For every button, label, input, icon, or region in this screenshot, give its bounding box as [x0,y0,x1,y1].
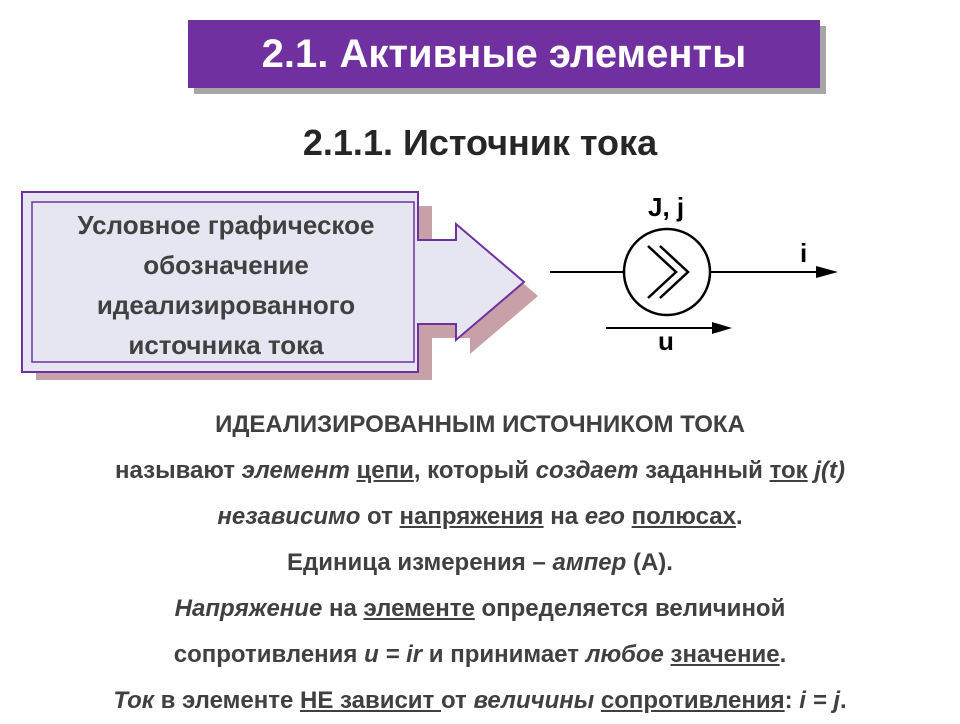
current-source-symbol: J, j i u [540,192,862,358]
symbol-label-jj: J, j [648,192,685,222]
definition-line-6: сопротивления u = ir и принимает любое з… [173,641,787,668]
symbol-label-i: i [800,238,808,268]
definition-text: ИДЕАЛИЗИРОВАННЫМ ИСТОЧНИКОМ ТОКА называю… [0,402,960,724]
current-source-diagram [550,227,838,334]
definition-line-1: ИДЕАЛИЗИРОВАННЫМ ИСТОЧНИКОМ ТОКА [215,411,745,438]
definition-line-3: независимо от напряжения на его полюсах. [217,503,743,530]
callout-text: Условное графическое обозначение идеализ… [40,210,412,360]
definition-line-7: Ток в элементе НЕ зависит от величины со… [113,687,847,714]
callout-line: обозначение [143,250,309,280]
callout-line: Условное графическое [77,210,375,240]
callout-arrow: Условное графическое обозначение идеализ… [18,190,558,380]
definition-line-4: Единица измерения – ампер (А). [287,549,673,576]
slide-subtitle: 2.1.1. Источник тока [302,122,658,163]
callout-line: идеализированного [96,290,356,320]
title-banner: 2.1. Активные элементы [188,20,820,88]
callout-line: источника тока [128,330,324,360]
callout-arrow-shape [21,191,538,380]
symbol-label-u: u [658,326,674,356]
definition-line-2: называют элемент цепи, который создает з… [115,457,845,484]
definition-line-5: Напряжение на элементе определяется вели… [174,595,786,622]
slide-title: 2.1. Активные элементы [261,31,747,76]
